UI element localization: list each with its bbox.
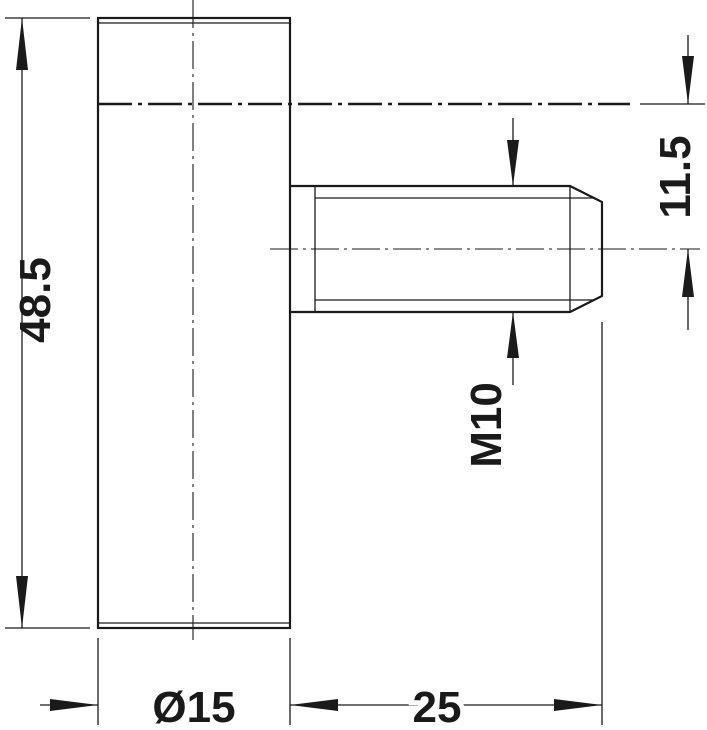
thread-label: M10 bbox=[462, 382, 511, 468]
cylinder-body bbox=[96, 16, 292, 630]
bottom-dimensions: Ø15 25 bbox=[40, 322, 603, 730]
offset-dimension: 11.5 bbox=[640, 35, 705, 330]
length-label: 25 bbox=[413, 683, 462, 730]
diameter-label: Ø15 bbox=[152, 683, 235, 730]
height-dimension: 48.5 bbox=[5, 17, 90, 629]
thread-dimension: M10 bbox=[462, 118, 519, 468]
offset-label: 11.5 bbox=[651, 135, 700, 218]
height-label: 48.5 bbox=[11, 257, 60, 343]
